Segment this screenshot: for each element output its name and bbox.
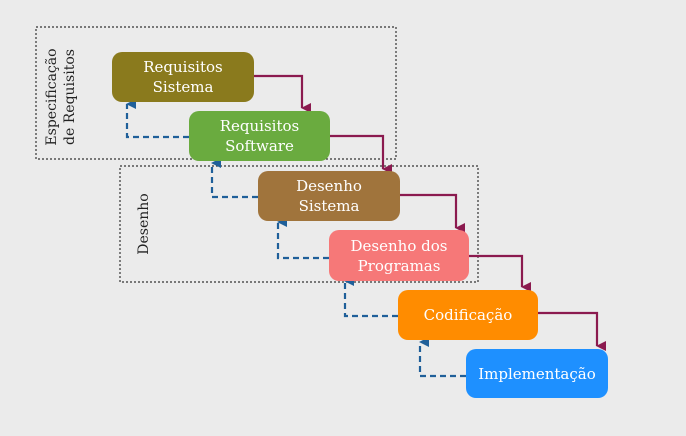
stage-desenho-programas[interactable]: Desenho dos Programas xyxy=(329,230,469,281)
forward-arrow-5 xyxy=(538,311,606,351)
stage-requisitos-software[interactable]: Requisitos Software xyxy=(189,111,330,161)
forward-arrow-3 xyxy=(400,193,465,233)
feedback-arrow-1 xyxy=(125,99,189,139)
stage-requisitos-sistema[interactable]: Requisitos Sistema xyxy=(112,52,254,102)
group-label-spec-line-1: Especificação xyxy=(44,48,60,146)
group-border-design xyxy=(119,165,479,283)
group-label-design: Desenho xyxy=(135,184,155,264)
group-label-design-line-1: Desenho xyxy=(136,193,152,255)
stage-desenho-sistema[interactable]: Desenho Sistema xyxy=(258,171,400,221)
feedback-arrow-4 xyxy=(343,276,398,318)
stage-label-line: Sistema xyxy=(152,78,214,96)
stage-label-line: Implementação xyxy=(478,364,596,383)
group-label-spec: Especificação de Requisitos xyxy=(43,32,83,162)
stage-codificacao[interactable]: Codificação xyxy=(398,290,538,340)
stage-label-line: Sistema xyxy=(298,197,360,215)
forward-arrow-1 xyxy=(254,74,311,113)
stage-label-line: Desenho dos xyxy=(350,236,448,255)
stage-label-line: Requisitos xyxy=(143,58,223,76)
forward-arrow-4 xyxy=(469,254,531,292)
feedback-arrow-5 xyxy=(418,337,466,378)
stage-label-line: Requisitos xyxy=(219,117,300,135)
stage-label-line: Desenho xyxy=(296,177,362,195)
feedback-arrow-2 xyxy=(210,158,258,199)
stage-label-line: Software xyxy=(225,137,294,155)
stage-implementacao[interactable]: Implementação xyxy=(466,349,608,398)
stage-label-line: Programas xyxy=(357,256,441,275)
group-label-spec-line-2: de Requisitos xyxy=(62,49,78,145)
stage-label-line: Codificação xyxy=(423,306,513,324)
forward-arrow-2 xyxy=(330,134,392,174)
feedback-arrow-3 xyxy=(276,217,329,260)
